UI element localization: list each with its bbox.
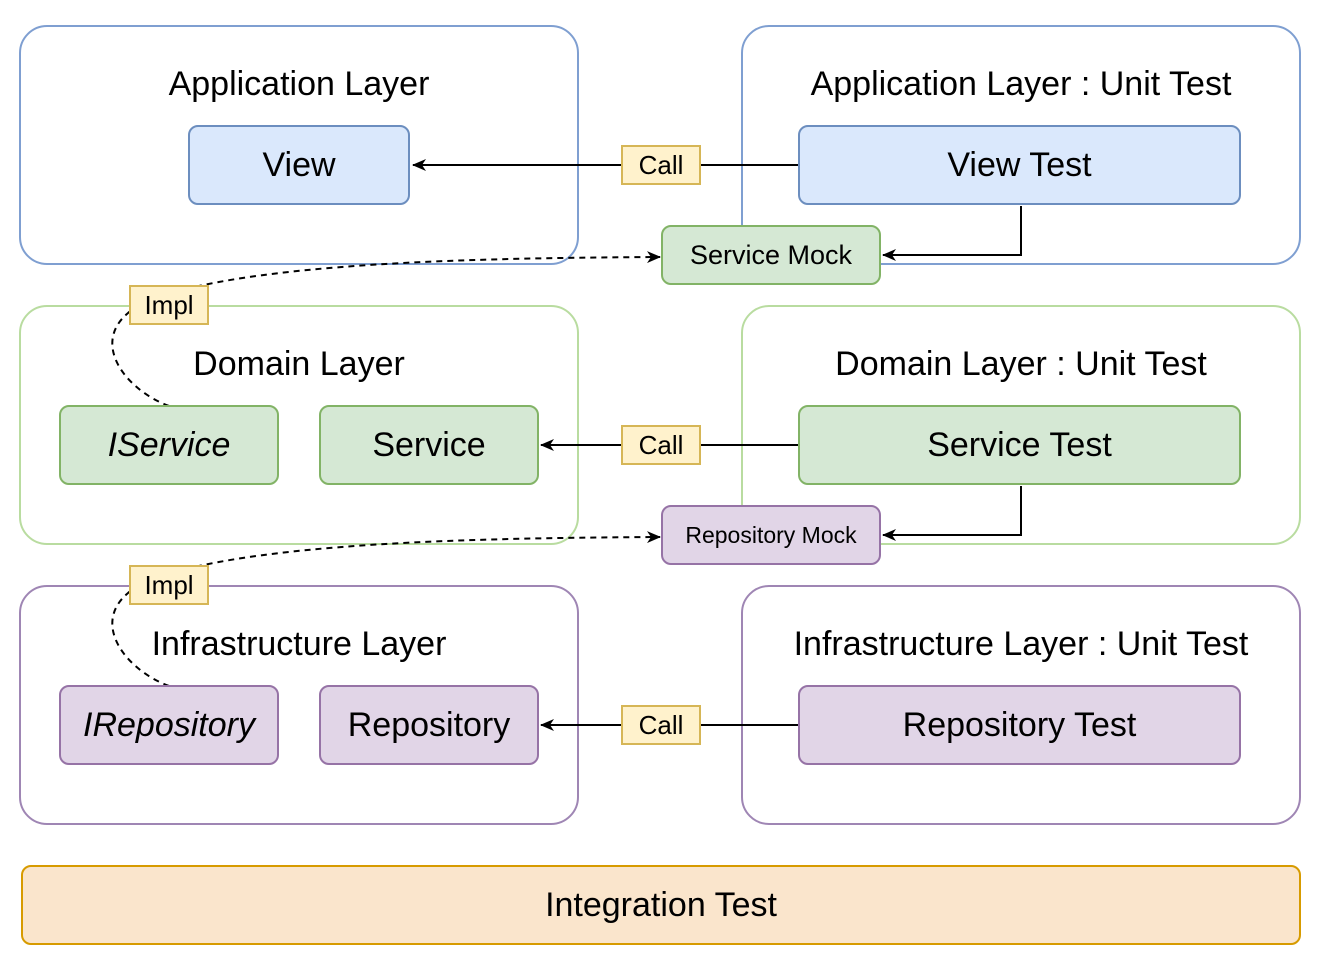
impl-service-dashed (111, 251, 661, 407)
service-test-box: Service Test (798, 405, 1241, 485)
view-box: View (188, 125, 410, 205)
irepository-box: IRepository (59, 685, 279, 765)
application-layer-region: Application Layer (19, 25, 579, 265)
impl-label-repository: Impl (129, 565, 209, 605)
call-label-application: Call (621, 145, 701, 185)
infrastructure-layer-title: Infrastructure Layer (151, 625, 447, 663)
call-label-infrastructure: Call (621, 705, 701, 745)
repository-mock-box: Repository Mock (661, 505, 881, 565)
domain-layer-title: Domain Layer (193, 345, 405, 383)
service-test-to-mock-arrow (882, 486, 1022, 541)
domain-test-title: Domain Layer : Unit Test (835, 345, 1207, 383)
application-test-title: Application Layer : Unit Test (810, 65, 1232, 103)
repository-box: Repository (319, 685, 539, 765)
impl-repository-dashed (111, 531, 661, 687)
call-label-domain: Call (621, 425, 701, 465)
repository-test-box: Repository Test (798, 685, 1241, 765)
view-test-to-mock-arrow (882, 206, 1022, 261)
service-mock-box: Service Mock (661, 225, 881, 285)
iservice-box: IService (59, 405, 279, 485)
application-layer-title: Application Layer (168, 65, 430, 103)
infrastructure-test-title: Infrastructure Layer : Unit Test (793, 625, 1249, 663)
view-test-box: View Test (798, 125, 1241, 205)
service-box: Service (319, 405, 539, 485)
impl-label-service: Impl (129, 285, 209, 325)
integration-test-box: Integration Test (21, 865, 1301, 945)
